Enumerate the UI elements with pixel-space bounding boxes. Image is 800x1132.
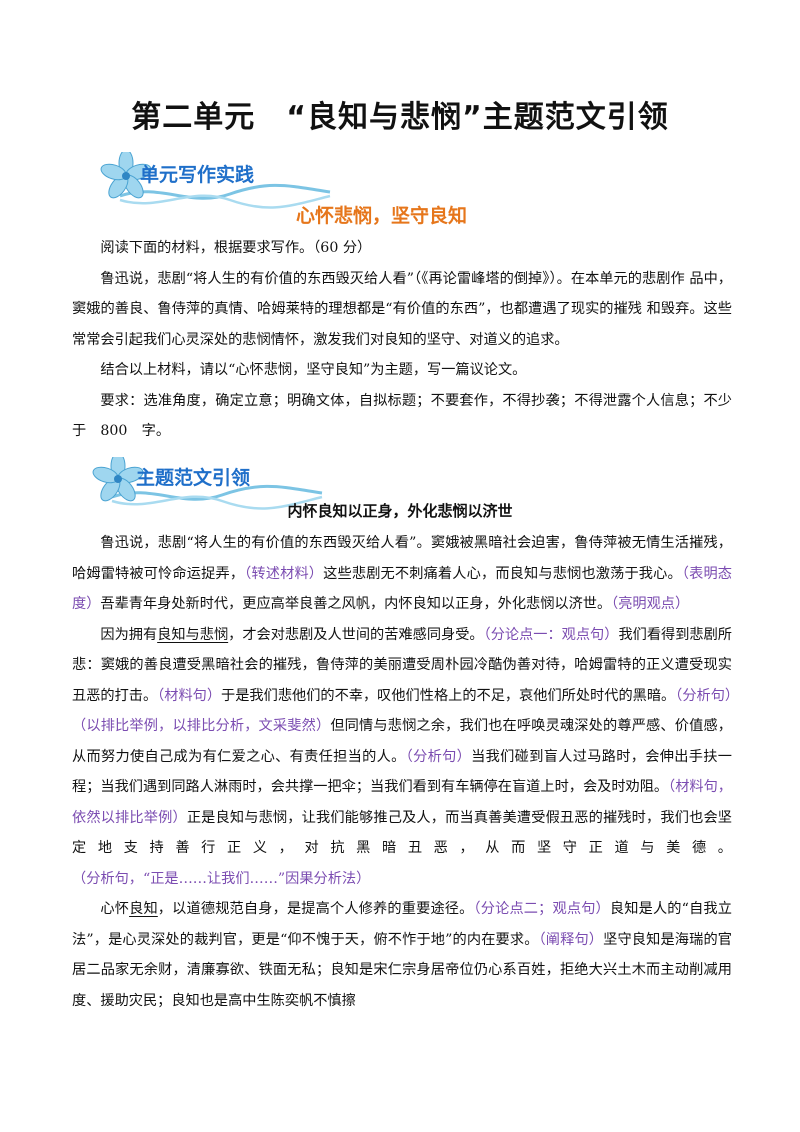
annotation: （分析句） — [405, 748, 472, 765]
prompt-instruction: 阅读下面的材料，根据要求写作。（60 分） — [100, 240, 372, 256]
section-label: 单元写作实践 — [140, 164, 255, 186]
annotation: （材料句，依然以排比举例） — [72, 779, 732, 826]
annotation: （分析句）（以排比举例，以排比分析，文采斐然） — [72, 687, 732, 735]
essay-text: 坚守良知是海瑞的官居二品家无余财，清廉寡欲、铁面无私；良知是宋仁宗身居帝位仍心系… — [72, 931, 732, 1009]
essay-text: 心怀 — [100, 901, 130, 917]
section-header-writing-practice: 单元写作实践 — [100, 152, 340, 216]
essay-text: 当我们碰到盲人过马路时，会伸出手扶一程；当我们遇到同路人淋雨时，会共撑一把伞；当… — [72, 748, 732, 796]
essay-text: 但同情与悲悯之余，我们也在呼唤灵魂深处的尊严感、价值感，从而努力使自己成为有仁爱… — [72, 718, 732, 765]
essay-text: 正是良知与悲悯，让我们能够推己及人，而当真善美遭受假丑恶的摧残时，我们也会坚定地… — [72, 809, 732, 857]
annotation: （分析句，“正是……让我们……”因果分析法） — [72, 870, 371, 887]
underlined-text: 良知与悲悯 — [157, 626, 229, 643]
annotation: （分论点二；观点句） — [473, 901, 610, 917]
essay-text: 因为拥有 — [100, 626, 158, 643]
page-title: 第二单元 “良知与悲悯”主题范文引领 — [131, 100, 669, 135]
prompt-requirements: 要求：选准角度，确定立意；明确文体，自拟标题；不要套作，不得抄袭；不得泄露个人信… — [72, 392, 732, 440]
underlined-text: 良知 — [129, 901, 158, 917]
essay-text: 于是我们悲他们的不幸，叹他们性格上的不足，哀他们所处时代的黑暗。 — [221, 687, 676, 704]
essay-paragraph: 鲁迅说，悲剧“将人生的有价值的东西毁灭给人看”。窦娥被黑暗社会迫害，鲁侍萍被无情… — [72, 528, 732, 620]
prompt-material: 鲁迅说，悲剧“将人生的有价值的东西毁灭给人看”（《再论雷峰塔的倒掉》）。在本单元… — [72, 270, 732, 348]
annotation: （分论点一：观点句） — [483, 626, 619, 643]
annotation: （材料句） — [157, 687, 222, 704]
essay-text: 我们看得到悲剧所悲：窦娥的善良遭受黑暗社会的摧残，鲁侍萍的美丽遭受周朴园冷酷伪善… — [72, 626, 732, 704]
annotation: （阐释句） — [538, 931, 604, 948]
essay-text: ，才会对悲剧及人世间的苦难感同身受。 — [228, 626, 484, 643]
essay-text-block: 鲁迅说，悲剧“将人生的有价值的东西毁灭给人看”。窦娥被黑暗社会迫害，鲁侍萍被无情… — [72, 528, 732, 1016]
annotation: （表明态度） — [72, 565, 732, 613]
prompt-task: 结合以上材料，请以“心怀悲悯，坚守良知”为主题，写一篇议论文。 — [100, 362, 527, 378]
section-label: 主题范文引领 — [136, 467, 251, 489]
essay-paragraph: 心怀良知，以道德规范自身，是提高个人修养的重要途径。（分论点二；观点句）良知是人… — [72, 894, 732, 1016]
prompt-title: 心怀悲悯，坚守良知 — [296, 205, 468, 227]
essay-text: ，以道德规范自身，是提高个人修养的重要途径。 — [157, 901, 474, 917]
annotation: （亮明观点） — [611, 596, 690, 612]
essay-text: 良知是人的“自我立法”，是心灵深处的裁判官，更是“仰不愧于天，俯不怍于地”的内在… — [72, 901, 732, 948]
flower-icon — [100, 152, 331, 209]
essay-text: 吾辈青年身处新时代，更应高举良善之风帆，内怀良知以正身，外化悲悯以济世。 — [100, 596, 612, 612]
essay-paragraph: 因为拥有良知与悲悯，才会对悲剧及人世间的苦难感同身受。（分论点一：观点句）我们看… — [72, 620, 732, 895]
section-header-model-essay: 主题范文引领 — [92, 457, 332, 521]
annotation: （转述材料） — [244, 565, 324, 582]
prompt-text-block: 阅读下面的材料，根据要求写作。（60 分） 鲁迅说，悲剧“将人生的有价值的东西毁… — [72, 233, 732, 447]
essay-text: 鲁迅说，悲剧“将人生的有价值的东西毁灭给人看”。窦娥被黑暗社会迫害，鲁侍萍被无情… — [72, 535, 732, 582]
essay-text: 这些悲剧无不刺痛着人心，而良知与悲悯也激荡于我心。 — [323, 565, 682, 582]
essay-title: 内怀良知以正身，外化悲悯以济世 — [287, 502, 513, 520]
flower-icon — [92, 457, 323, 510]
